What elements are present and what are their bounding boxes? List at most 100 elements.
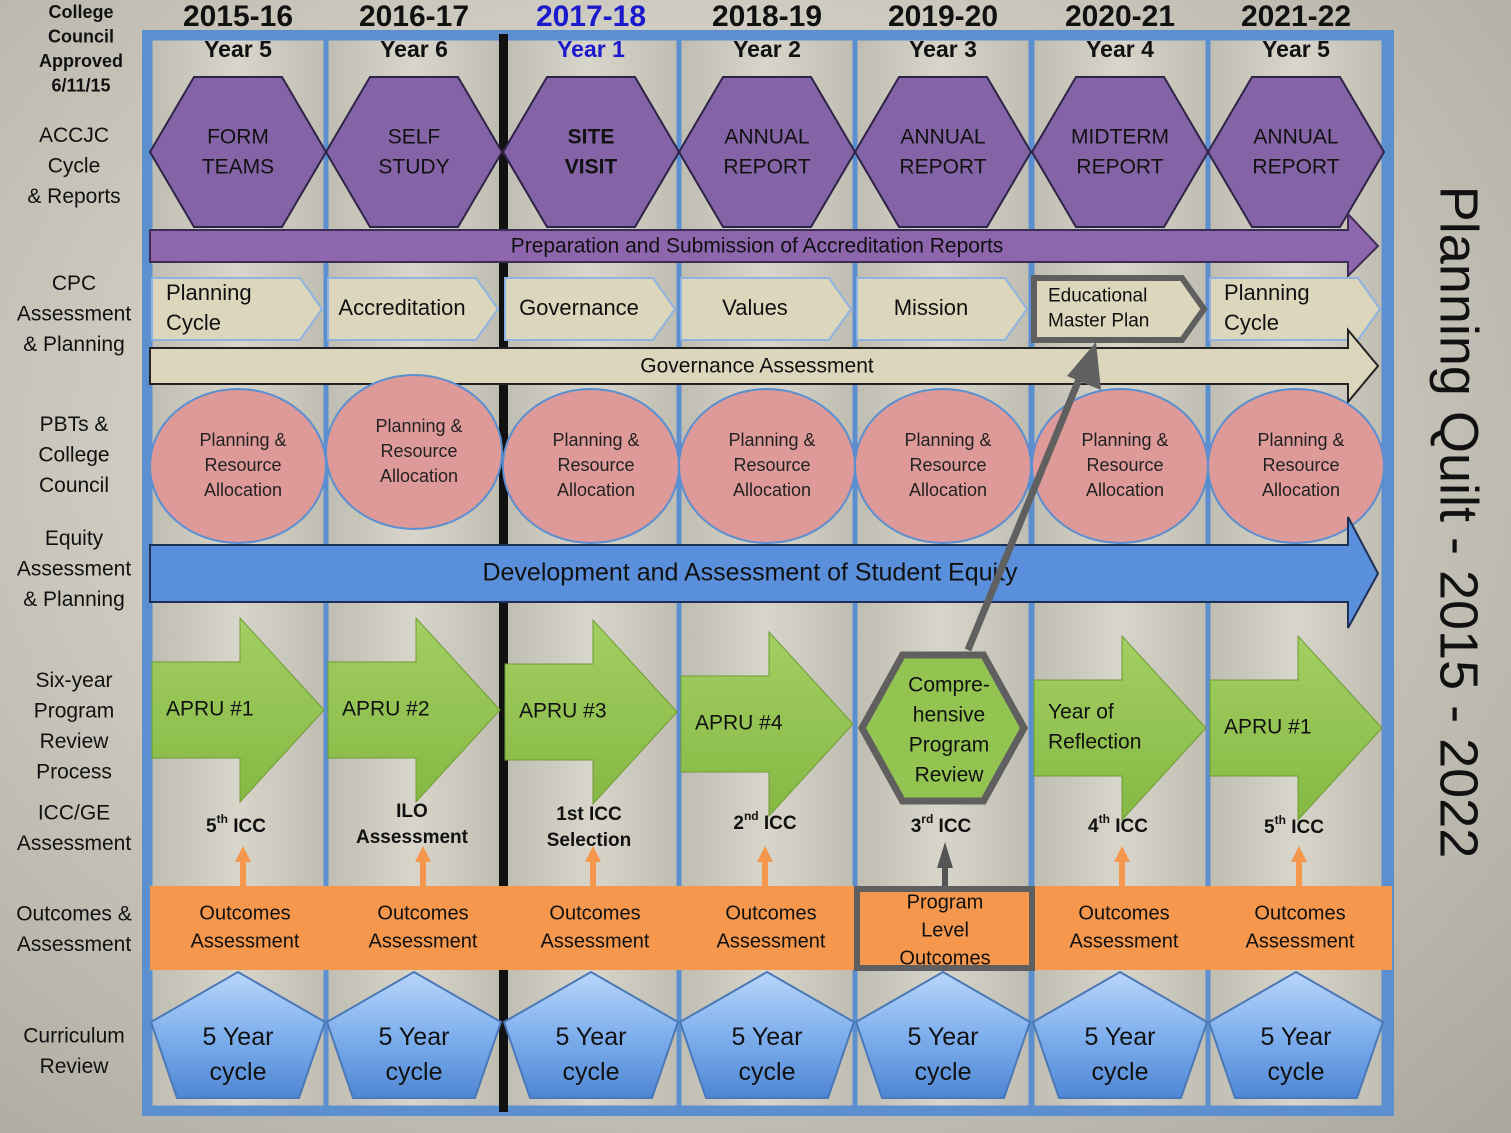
pbt-ellipse-text: Planning & <box>199 430 286 450</box>
comprehensive-review-hexagon <box>857 651 1029 805</box>
curriculum-text: 5 Year <box>203 1023 274 1051</box>
equity-arrow-label: Development and Assessment of Student Eq… <box>482 559 1018 587</box>
pbt-ellipse-text: Planning & <box>552 430 639 450</box>
pbt-ellipse-text: Allocation <box>909 480 987 500</box>
accjc-report-text: VISIT <box>565 156 618 179</box>
outcomes-text: Outcomes <box>1078 902 1169 924</box>
pbt-ellipse-text: Resource <box>733 455 810 475</box>
accjc-report-text: REPORT <box>899 156 986 179</box>
outcomes-text: Outcomes <box>199 902 290 924</box>
year-label: Year 5 <box>204 36 272 62</box>
outcomes-text: Program <box>907 891 984 913</box>
program-review-text: Year of <box>1048 701 1114 724</box>
cpc-topic <box>151 277 324 341</box>
accjc-hexagon <box>1206 76 1386 228</box>
curriculum-text: cycle <box>1268 1058 1325 1086</box>
row-label-line: Assessment <box>17 933 132 956</box>
icc-label-sup: rd <box>921 812 933 826</box>
row-label-line: Review <box>40 730 110 753</box>
curriculum-text: cycle <box>210 1058 267 1086</box>
icc-label: Assessment <box>356 827 469 848</box>
pbt-ellipse-text: Planning & <box>904 430 991 450</box>
year-header: 2021-22 <box>1241 0 1351 33</box>
cpc-topic-text: Master Plan <box>1048 311 1149 332</box>
outcome-up-arrow-head <box>937 842 953 868</box>
cpc-topic-text: Values <box>722 295 788 320</box>
emp-connector-line <box>964 370 1086 652</box>
curriculum-text: cycle <box>563 1058 620 1086</box>
row-label-line: Equity <box>45 527 104 550</box>
outcome-up-arrow-head <box>235 846 251 862</box>
row-label-line: Council <box>39 474 109 497</box>
icc-label: 5th ICC <box>1264 813 1324 838</box>
curriculum-text: cycle <box>1092 1058 1149 1086</box>
pbt-ellipse-text: Allocation <box>380 466 458 486</box>
outcomes-text: Outcomes <box>549 902 640 924</box>
outcome-up-arrow-head <box>1291 846 1307 862</box>
outcomes-text: Outcomes <box>899 947 990 969</box>
icc-label-main: 5 <box>1264 817 1275 838</box>
outcome-up-arrow-shaft <box>942 868 948 894</box>
accreditation-arrow <box>149 211 1380 279</box>
row-label-line: ACCJC <box>39 124 109 147</box>
program-review-text: hensive <box>913 704 985 727</box>
row-label-line: Six-year <box>35 669 112 692</box>
icc-label-main: 4 <box>1088 816 1099 837</box>
pbt-ellipse-text: Resource <box>557 455 634 475</box>
outcome-up-arrow-head <box>757 846 773 862</box>
outcomes-text: Assessment <box>541 930 650 952</box>
program-review-text: APRU #1 <box>1224 716 1312 739</box>
icc-label-main: 5 <box>206 816 217 837</box>
outcomes-text: Assessment <box>191 930 300 952</box>
cpc-topic-text: Accreditation <box>338 295 465 320</box>
curriculum-pentagon <box>678 970 856 1099</box>
program-level-outcomes-box <box>854 886 1035 971</box>
cpc-topic-text: Planning <box>1224 280 1310 305</box>
row-label-line: Outcomes & <box>16 902 132 925</box>
curriculum-pentagon <box>502 970 680 1099</box>
accjc-report-text: SITE <box>568 126 615 149</box>
pbt-ellipse <box>325 374 503 530</box>
row-label-line: CPC <box>52 272 96 295</box>
accjc-report-text: SELF <box>388 126 441 149</box>
curriculum-text: cycle <box>386 1058 443 1086</box>
row-label-line: Cycle <box>48 155 101 178</box>
cpc-topic-text: Governance <box>519 295 639 320</box>
outcome-up-arrow-head <box>415 846 431 862</box>
pbt-ellipse <box>1207 388 1385 544</box>
row-label-line: Review <box>40 1055 110 1078</box>
program-review-text: APRU #3 <box>519 700 607 723</box>
accjc-report-text: ANNUAL <box>1253 126 1338 149</box>
curriculum-text: 5 Year <box>1261 1023 1332 1051</box>
icc-label-sup: nd <box>744 809 759 823</box>
accjc-report-text: FORM <box>207 126 269 149</box>
year-header: 2015-16 <box>183 0 293 33</box>
cpc-topic <box>504 277 677 341</box>
row-label-line: Assessment <box>17 303 132 326</box>
icc-label-rest: ICC <box>933 816 971 837</box>
cpc-topic <box>856 277 1029 341</box>
pbt-ellipse-text: Allocation <box>1262 480 1340 500</box>
program-review-text: APRU #2 <box>342 698 430 721</box>
pbt-ellipse-text: Resource <box>380 441 457 461</box>
cpc-topic-text: Planning <box>166 280 252 305</box>
icc-label-rest: ICC <box>1110 816 1148 837</box>
program-review-text: APRU #4 <box>695 712 783 735</box>
row-label-line: Assessment <box>17 832 132 855</box>
outcomes-band <box>150 886 1392 970</box>
equity-arrow <box>149 516 1380 629</box>
cpc-topic-text: Cycle <box>1224 310 1279 335</box>
icc-label: 1st ICC <box>556 804 622 825</box>
approval-note-line: 6/11/15 <box>51 76 110 96</box>
pbt-ellipse-text: Allocation <box>733 480 811 500</box>
emp-connector-arrowhead <box>1067 342 1101 390</box>
icc-label-main: 1st ICC <box>556 804 622 825</box>
outcomes-text: Assessment <box>1070 930 1179 952</box>
program-review-arrow <box>151 616 325 804</box>
cpc-topic <box>680 277 853 341</box>
outcome-up-arrow-shaft <box>420 862 426 888</box>
program-review-text: Program <box>909 734 990 757</box>
program-review-text: APRU #1 <box>166 698 254 721</box>
curriculum-text: 5 Year <box>732 1023 803 1051</box>
